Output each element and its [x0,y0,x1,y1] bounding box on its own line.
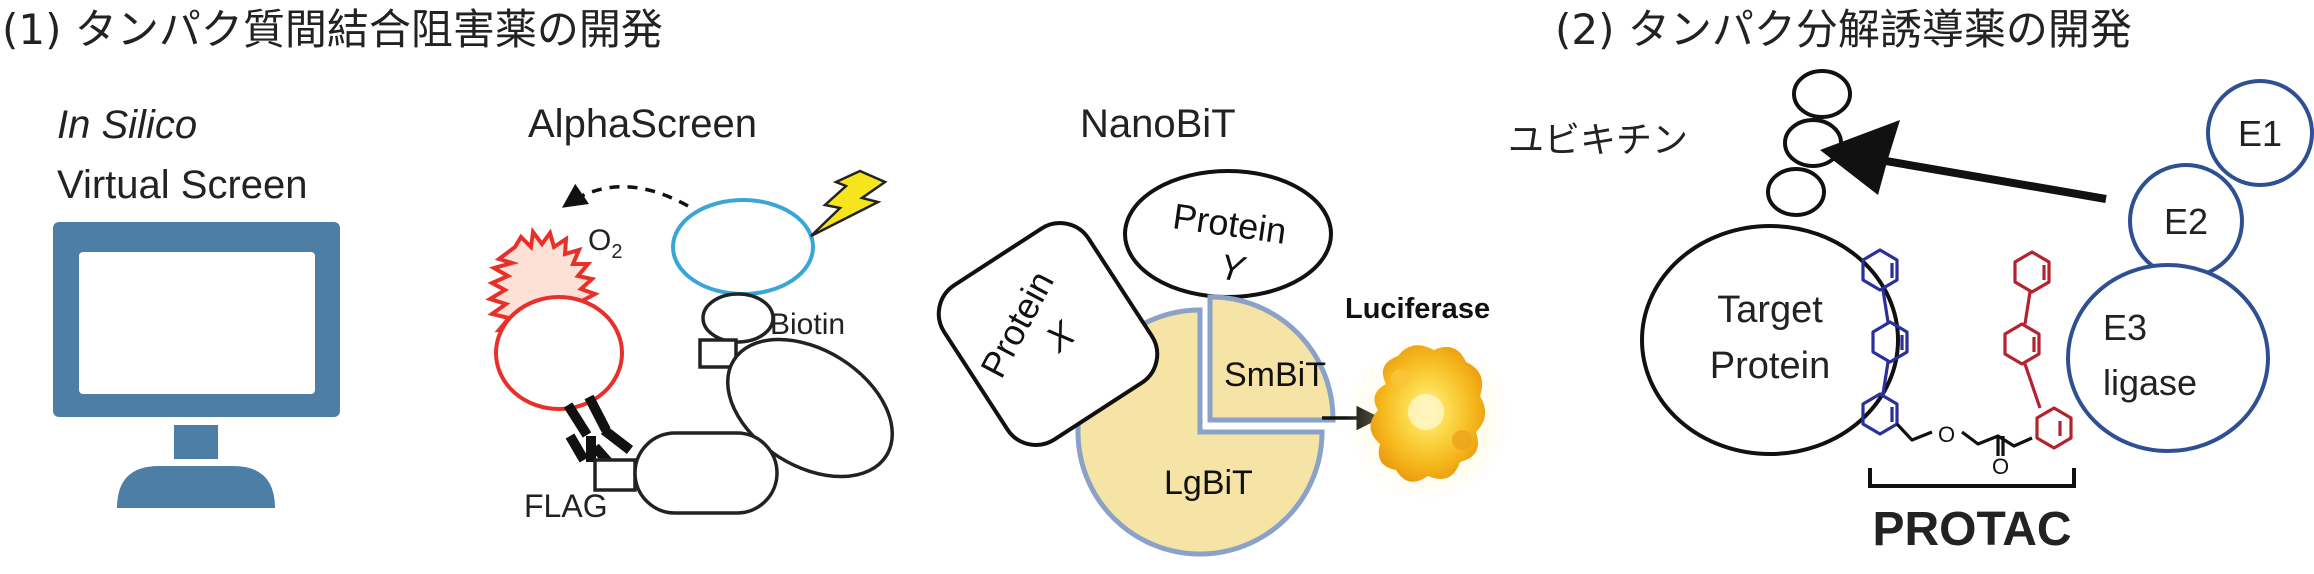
lgbit-label: LgBiT [1164,464,1253,502]
ubiquitin-label: ユビキチン [1508,120,1688,161]
protac-bracket [1868,468,2076,488]
insilico-title: In Silico [57,103,197,147]
computer-monitor-icon [53,222,340,508]
e3-label-line1: E3 [2103,307,2147,348]
nanobit-diagram: Protein Y SmBiT LgBiT Protein X Lucifera… [936,169,1512,557]
linker-oxygen-label: O [1938,422,1955,447]
protein-x-box [936,221,1160,447]
acceptor-bead [494,295,624,411]
e2-label: E2 [2164,201,2208,242]
target-protein-oval [1640,224,1900,456]
e3-ligand [2003,250,2073,450]
alphascreen-title: AlphaScreen [528,102,757,146]
biotin-label: Biotin [770,308,845,341]
biotin-linker [698,338,738,369]
flag-label: FLAG [524,488,608,524]
flag-tag [593,458,637,492]
target-protein-label-line1: Target [1717,289,1823,331]
luciferase-label: Luciferase [1345,293,1490,325]
luciferase-icon [1344,334,1512,502]
e3-label-line2: ligase [2103,362,2197,403]
protac-molecule [1861,248,2073,456]
target-ligand [1861,248,1909,436]
e1-circle [2206,79,2314,187]
ubiquitin-transfer-arrow-icon [1820,120,2107,203]
section2-title: (2) タンパク分解誘導薬の開発 [1555,5,2132,54]
protac-label: PROTAC [1872,503,2071,556]
alphascreen-diagram: O2 Biotin FLAG [485,169,895,524]
smbit-shape [1207,294,1336,423]
virtual-screen-title: Virtual Screen [57,163,308,207]
lightning-icon [810,169,888,238]
section1-title: (1) タンパク質間結合阻害薬の開発 [2,5,663,54]
flag-protein-capsule [633,431,779,515]
nanobit-title: NanoBiT [1080,102,1236,146]
oxygen-transfer-arrow-icon [561,183,689,208]
e3-ligase-oval [2066,263,2270,453]
linker-chain [1895,422,1933,442]
target-protein-label-line2: Protein [1710,345,1830,387]
e1-label: E1 [2238,113,2282,154]
biotin-oval [701,292,775,344]
o2-label: O2 [588,224,622,263]
target-protein-oval [725,337,895,479]
ubiquitin-chain [1766,69,1852,217]
carbonyl-oxygen-label: O [1992,454,2009,479]
smbit-label: SmBiT [1224,356,1326,394]
donor-bead [671,198,815,296]
